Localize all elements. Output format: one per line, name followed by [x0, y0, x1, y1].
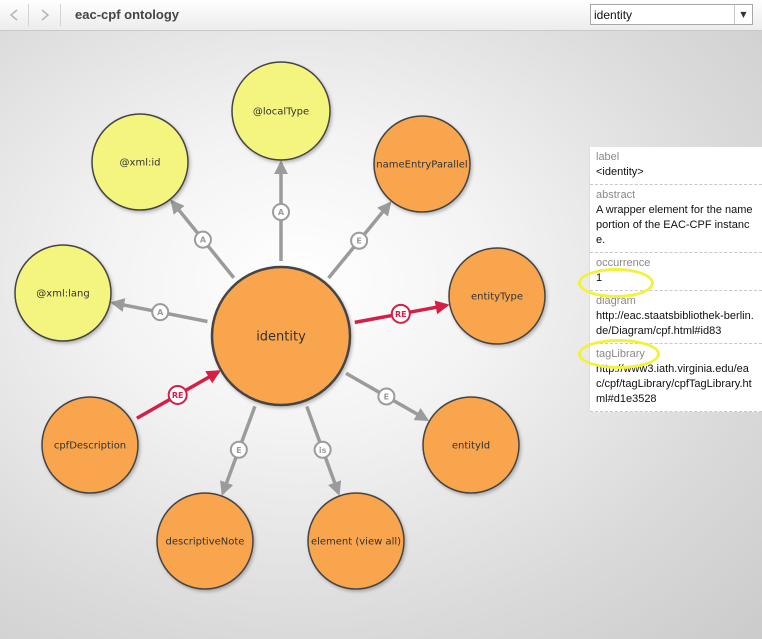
node-select[interactable]: identity ▼: [590, 4, 753, 25]
edge-label-text: is: [319, 446, 327, 455]
property-value: A wrapper element for the name portion o…: [596, 204, 753, 246]
node-circle: [231, 61, 331, 161]
edge-label-badge: E: [377, 387, 396, 406]
node-label: cpfDescription: [54, 441, 126, 452]
node-descriptiveNote[interactable]: descriptiveNote: [156, 492, 254, 590]
edge-label-badge: E: [350, 231, 369, 250]
node-xml-lang[interactable]: @xml:lang: [14, 244, 112, 342]
graph-canvas: identity @xml:id @localType nameEntryParall…: [0, 31, 762, 639]
node-select-value: identity: [594, 8, 633, 22]
node-label: element (view all): [311, 537, 401, 548]
chevron-down-icon[interactable]: ▼: [734, 5, 752, 24]
edge-label-badge: A: [193, 230, 212, 249]
node-label: @xml:id: [120, 158, 161, 169]
edge-label-circle: [229, 440, 248, 459]
edge-label-badge: E: [229, 440, 248, 459]
nodes-layer: identity @xml:id @localType nameEntryParall…: [14, 61, 546, 590]
node-circle: [41, 396, 139, 494]
edge-label-badge: A: [272, 203, 290, 221]
node-circle: [422, 396, 520, 494]
edge-label-badge: A: [151, 303, 170, 322]
edge-label-circle: [272, 203, 290, 221]
node-label: descriptiveNote: [166, 537, 245, 548]
node-circle: [210, 265, 352, 407]
edge-label-text: A: [200, 236, 207, 245]
node-label: identity: [256, 330, 306, 345]
property-value: <identity>: [596, 166, 644, 178]
toolbar-divider: [28, 4, 29, 26]
toolbar: eac-cpf ontology identity ▼: [0, 0, 762, 31]
edge-label-circle: [167, 384, 188, 405]
property-label: label <identity>: [590, 147, 762, 185]
edge-label-badge: RE: [390, 303, 411, 324]
edge-label-badge: RE: [167, 384, 188, 405]
node-circle: [14, 244, 112, 342]
edge-label-text: A: [278, 208, 285, 217]
edge-label-text: E: [356, 237, 361, 246]
node-label: entityId: [452, 441, 490, 452]
node-identity[interactable]: identity: [210, 265, 352, 407]
property-key: diagram: [596, 295, 636, 307]
edge-label-circle: [193, 230, 212, 249]
edge-label-circle: [377, 387, 396, 406]
node-cpfDescription[interactable]: cpfDescription: [41, 396, 139, 494]
ontology-graph: identity @xml:id @localType nameEntryParall…: [14, 61, 546, 590]
node-label: nameEntryParallel: [376, 160, 467, 171]
edge-label-text: E: [236, 446, 241, 455]
edge-label-text: A: [157, 308, 164, 317]
node-entityType[interactable]: entityType: [448, 247, 546, 345]
node-circle: [156, 492, 254, 590]
node-xml-id[interactable]: @xml:id: [91, 113, 189, 211]
edge-label-text: RE: [395, 310, 407, 319]
property-abstract: abstract A wrapper element for the name p…: [590, 185, 762, 253]
node-element-view-all[interactable]: element (view all): [307, 492, 405, 590]
property-key: label: [596, 151, 620, 163]
node-nameEntryParallel[interactable]: nameEntryParallel: [373, 115, 471, 213]
property-key: abstract: [596, 189, 636, 201]
forward-arrow-icon[interactable]: [34, 4, 56, 26]
node-label: entityType: [471, 292, 523, 303]
edge-label-circle: [151, 303, 170, 322]
edge-label-text: E: [384, 392, 389, 401]
edge-label-circle: [313, 440, 332, 459]
edge-label-badge: is: [313, 440, 332, 459]
property-value[interactable]: http://eac.staatsbibliothek-berlin.de/Di…: [596, 310, 754, 337]
node-circle: [373, 115, 471, 213]
edge-label-text: RE: [172, 391, 184, 400]
edge-label-circle: [390, 303, 411, 324]
highlight-ellipse-taglibrary: [578, 339, 660, 369]
highlight-ellipse-diagram: [578, 268, 654, 298]
node-circle: [448, 247, 546, 345]
node-label: @xml:lang: [36, 289, 89, 300]
node-circle: [91, 113, 189, 211]
property-diagram: diagram http://eac.staatsbibliothek-berli…: [590, 291, 762, 344]
app-title: eac-cpf ontology: [75, 7, 180, 22]
node-entityId[interactable]: entityId: [422, 396, 520, 494]
node-circle: [307, 492, 405, 590]
toolbar-divider: [60, 4, 61, 26]
edge-label-circle: [350, 231, 369, 250]
property-key: occurrence: [596, 257, 651, 269]
node-label: @localType: [253, 107, 309, 118]
back-arrow-icon[interactable]: [3, 4, 25, 26]
node-localType[interactable]: @localType: [231, 61, 331, 161]
